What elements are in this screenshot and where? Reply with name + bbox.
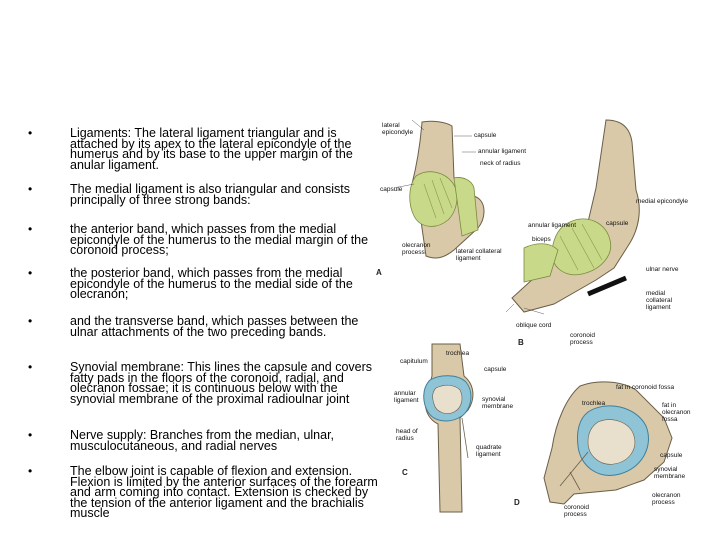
- label-capitulum: capitulum: [400, 358, 428, 365]
- panel-c-drawing: [423, 343, 474, 513]
- label-annular-ligament-a: annular ligament: [478, 148, 527, 155]
- label-capsule-b: capsule: [606, 220, 629, 227]
- label-medial-epicondyle: medial epicondyle: [636, 198, 689, 205]
- label-capsule-d: capsule: [660, 452, 683, 459]
- panel-label-c: C: [402, 468, 408, 477]
- bullet-text: the posterior band, which passes from th…: [70, 266, 353, 301]
- panel-label-a: A: [376, 268, 382, 277]
- label-capsule-c: capsule: [484, 366, 507, 373]
- label-fat-in-coronoid-fossa: fat in coronoid fossa: [616, 384, 675, 391]
- bullet-transverse-band: • and the transverse band, which passes …: [28, 314, 378, 339]
- bullet-text: The elbow joint is capable of flexion an…: [70, 464, 378, 520]
- label-neck-of-radius: neck of radius: [480, 160, 521, 167]
- bullet-text: and the transverse band, which passes be…: [70, 314, 359, 339]
- label-trochlea-d: trochlea: [582, 400, 606, 407]
- panel-b-drawing: [505, 119, 640, 315]
- label-biceps: biceps: [532, 236, 551, 243]
- label-capsule-a2: capsule: [380, 186, 403, 193]
- label-annular-ligament-b: annular ligament: [528, 222, 577, 229]
- panel-label-d: D: [514, 498, 520, 507]
- bullet-movements: • The elbow joint is capable of flexion …: [28, 464, 378, 520]
- bullet-dot: •: [28, 266, 33, 280]
- panel-label-b: B: [518, 338, 524, 347]
- bullet-dot: •: [28, 464, 33, 478]
- bullet-anterior-band: • the anterior band, which passes from t…: [28, 222, 378, 257]
- label-ulnar-nerve: ulnar nerve: [646, 266, 679, 273]
- label-trochlea-c: trochlea: [446, 350, 470, 357]
- label-oblique-cord: oblique cord: [516, 322, 552, 329]
- bullet-synovial-membrane: • Synovial membrane: This lines the caps…: [28, 360, 378, 406]
- bullet-posterior-band: • the posterior band, which passes from …: [28, 266, 378, 301]
- bullet-text: Synovial membrane: This lines the capsul…: [70, 360, 373, 406]
- panel-a-drawing: [393, 119, 485, 259]
- bullet-dot: •: [28, 222, 33, 236]
- bullet-text: Ligaments: The lateral ligament triangul…: [70, 126, 353, 172]
- bullet-text: Nerve supply: Branches from the median, …: [70, 428, 335, 453]
- bullet-ligaments: • Ligaments: The lateral ligament triang…: [28, 126, 378, 172]
- bullet-dot: •: [28, 360, 33, 374]
- panel-d-drawing: [543, 381, 673, 505]
- bullet-text: The medial ligament is also triangular a…: [70, 182, 350, 207]
- bullet-text: the anterior band, which passes from the…: [70, 222, 369, 257]
- elbow-illustration: [393, 119, 673, 513]
- bullet-medial-ligament: • The medial ligament is also triangular…: [28, 182, 378, 207]
- bullet-nerve-supply: • Nerve supply: Branches from the median…: [28, 428, 378, 453]
- bullet-dot: •: [28, 428, 33, 442]
- bullet-dot: •: [28, 314, 33, 328]
- label-capsule-a: capsule: [474, 132, 497, 139]
- bullet-dot: •: [28, 126, 33, 140]
- bullet-dot: •: [28, 182, 33, 196]
